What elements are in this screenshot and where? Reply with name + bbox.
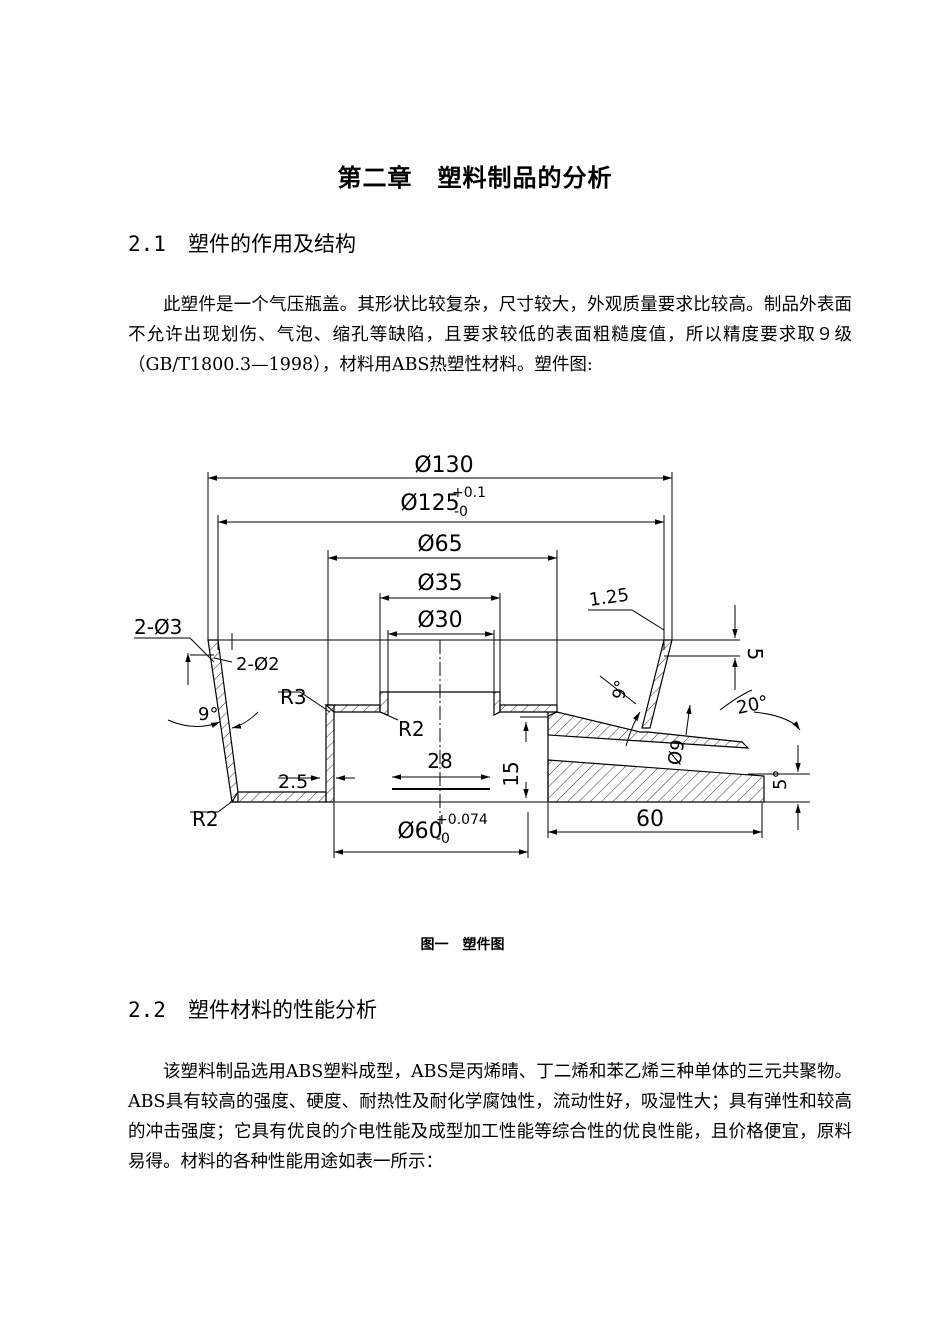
dim-angle-9-right: 9° [609, 678, 632, 701]
dim-d60: Ø60 [397, 819, 442, 844]
dim-thickness-125: 1.25 [588, 585, 631, 611]
dim-d60-tol-low: -0 [436, 831, 450, 847]
section-heading-2-2: 2.2 塑件材料的性能分析 [128, 994, 377, 1024]
figure-caption: 图一 塑件图 [420, 937, 505, 953]
dim-holes-d2: 2-Ø2 [236, 654, 280, 675]
dimension-labels: Ø130 Ø125 +0.1 -0 Ø65 Ø35 Ø30 2-Ø3 2-Ø2 … [134, 453, 791, 847]
dim-d125-tol-up: +0.1 [452, 485, 486, 501]
dim-angle-5: 5° [770, 770, 791, 790]
dim-d130: Ø130 [414, 453, 473, 478]
chapter-title: 第二章 塑料制品的分析 [337, 164, 613, 192]
dim-d35: Ø35 [417, 571, 462, 596]
section-heading-2-1: 2.1 塑件的作用及结构 [128, 228, 356, 258]
dim-angle-9-left: 9° [198, 704, 218, 725]
dim-height-5: 5 [743, 648, 767, 661]
dim-holes-d3: 2-Ø3 [134, 615, 182, 639]
dim-wall-25: 2.5 [278, 771, 308, 793]
part-section [207, 639, 765, 803]
section-title: 塑件材料的性能分析 [188, 998, 377, 1022]
section-title: 塑件的作用及结构 [188, 232, 356, 256]
dim-r2-corner: R2 [192, 807, 219, 831]
section-2-1-paragraph: 此塑件是一个气压瓶盖。其形状比较复杂，尺寸较大，外观质量要求比较高。制品外表面不… [128, 290, 852, 380]
paragraph-text: 该塑料制品选用ABS塑料成型，ABS是丙烯晴、丁二烯和苯乙烯三种单体的三元共聚物… [128, 1062, 852, 1172]
section-number: 2.2 [128, 998, 166, 1022]
dim-d125: Ø125 [400, 491, 459, 516]
dim-d30: Ø30 [417, 608, 462, 633]
dim-d60-tol-up: +0.074 [436, 812, 488, 828]
dim-height-15: 15 [499, 761, 523, 786]
section-2-2-paragraph: 该塑料制品选用ABS塑料成型，ABS是丙烯晴、丁二烯和苯乙烯三种单体的三元共聚物… [128, 1057, 852, 1177]
dim-d65: Ø65 [417, 532, 462, 557]
dim-length-28: 28 [427, 749, 452, 773]
section-number: 2.1 [128, 232, 166, 256]
dim-r3: R3 [280, 685, 307, 709]
paragraph-text: 此塑件是一个气压瓶盖。其形状比较复杂，尺寸较大，外观质量要求比较高。制品外表面不… [128, 295, 852, 375]
part-drawing: Ø130 Ø125 +0.1 -0 Ø65 Ø35 Ø30 2-Ø3 2-Ø2 … [134, 453, 810, 858]
dim-length-60: 60 [636, 807, 664, 832]
dim-d9: Ø9 [664, 738, 689, 767]
dim-d125-tol-low: -0 [454, 504, 468, 520]
dim-r2-inner: R2 [398, 717, 425, 741]
